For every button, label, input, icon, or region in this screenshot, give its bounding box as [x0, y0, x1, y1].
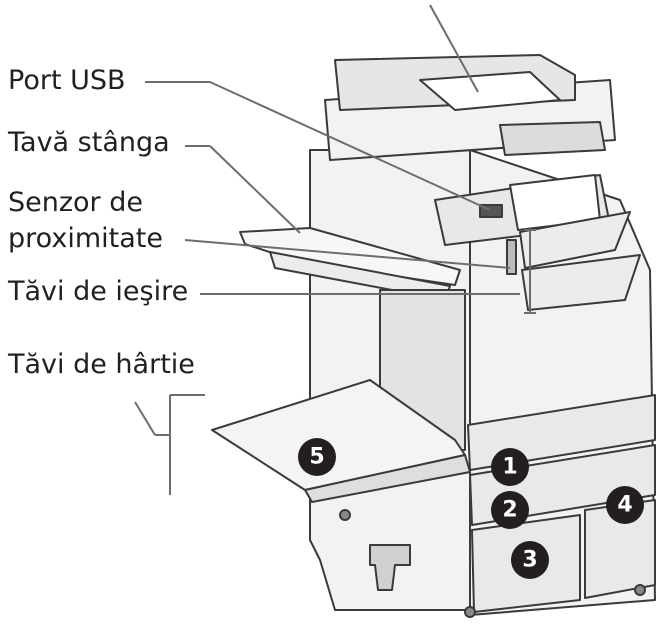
proximity-sensor-label-line2: proximitate: [8, 223, 163, 254]
badge-5: 5: [298, 438, 336, 476]
svg-text:1: 1: [502, 455, 517, 480]
left-tray: [239, 227, 461, 286]
output-trays-label: Tăvi de ieşire: [8, 276, 189, 307]
left-tray-label: Tavă stânga: [8, 127, 170, 158]
badge-4: 4: [606, 486, 644, 524]
leader-line-paper-trays: [134, 401, 156, 436]
output-tray-lower: [521, 254, 641, 311]
feeder-input-tray: [419, 71, 561, 111]
svg-text:5: 5: [309, 445, 324, 470]
svg-text:3: 3: [522, 548, 537, 573]
paper-trays-label: Tăvi de hârtie: [8, 349, 195, 380]
bypass-tray-edge: [304, 454, 471, 503]
stabilizer-foot: [369, 544, 411, 591]
leader-line-left-tray: [209, 145, 301, 234]
caster-wheel: [464, 606, 476, 618]
leader-line-usb: [209, 81, 491, 211]
caster-wheel: [634, 584, 646, 596]
output-tray-upper: [519, 211, 631, 269]
badge-2: 2: [491, 491, 529, 529]
caster-wheel: [339, 509, 351, 521]
leader-line-feeder: [429, 4, 479, 93]
proximity-sensor-label-line1: Senzor de: [8, 187, 143, 218]
proximity-sensor: [506, 239, 517, 275]
scanner-output-slot: [499, 121, 606, 156]
svg-text:2: 2: [502, 498, 517, 523]
badge-1: 1: [491, 448, 529, 486]
badge-3: 3: [511, 541, 549, 579]
leader-line-proximity: [184, 239, 511, 269]
bypass-tray: [211, 379, 466, 491]
svg-text:4: 4: [617, 493, 632, 518]
usb-port-label: Port USB: [8, 65, 126, 96]
